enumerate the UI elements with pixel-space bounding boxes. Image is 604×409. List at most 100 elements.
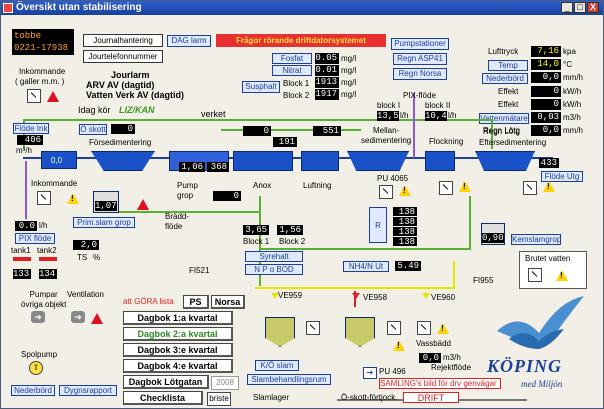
- daglarm-button[interactable]: DAG larm: [167, 35, 211, 47]
- kemslam-button[interactable]: Kemslamgrop: [511, 234, 562, 245]
- close-button[interactable]: X: [587, 2, 599, 13]
- regn-asp-button[interactable]: Regn ASP41: [393, 53, 447, 65]
- brutet-vatten-label: Brutet vatten: [525, 254, 571, 263]
- dagbok-q3-button[interactable]: Dagbok 3:e kvartal: [123, 343, 233, 357]
- ventilation-alarm-icon: [91, 313, 103, 324]
- block2-value: 1917: [315, 89, 339, 100]
- green-riser: [469, 196, 471, 250]
- inkommande-switch[interactable]: [27, 89, 41, 103]
- ve959-valve-icon[interactable]: [271, 293, 279, 299]
- pu-switch[interactable]: [379, 185, 393, 199]
- eftersed-switch[interactable]: [523, 181, 537, 195]
- pix-flode-button[interactable]: PIX flöde: [15, 233, 55, 244]
- inkommande-label: Inkommande: [19, 67, 66, 76]
- ve958-label: VE958: [363, 293, 388, 302]
- year-field[interactable]: 2008: [211, 376, 239, 390]
- rejekt-unit: m3/h: [443, 353, 461, 362]
- inkommande-unit: ( galler m.m. ): [15, 77, 65, 86]
- return-pipe-left: [23, 119, 25, 149]
- dagbok-q1-button[interactable]: Dagbok 1:a kvartal: [123, 311, 233, 325]
- drift-button[interactable]: DRIFT: [403, 392, 459, 403]
- vattenmatare-button[interactable]: Vattenmätare: [479, 113, 529, 124]
- bradd-label: Brädd- flöde: [165, 212, 190, 231]
- pumpstationer-button[interactable]: Pumpstationer: [391, 38, 449, 50]
- nitrat-button[interactable]: Nitrat: [272, 65, 312, 76]
- flode-utg-button[interactable]: Flöde Utg: [541, 171, 583, 182]
- yellow-line: [255, 287, 455, 289]
- alarm-banner[interactable]: Frågor rörande driftdatorsystemet: [216, 34, 386, 47]
- fortjock-tank: [345, 317, 375, 347]
- briste-button[interactable]: briste: [207, 392, 231, 406]
- susphalt-button[interactable]: Susphalt: [242, 81, 280, 93]
- pix-block1-label: block I: [377, 101, 401, 110]
- process-inkommande-switch[interactable]: [37, 191, 51, 205]
- block1-small-label: Block 1: [243, 237, 270, 246]
- lufttryck-value: 7,16: [531, 46, 561, 57]
- pu496-arrow-icon[interactable]: ➔: [363, 367, 377, 379]
- nederbord-button[interactable]: Nederbörd: [482, 73, 528, 84]
- ko-slam-button[interactable]: K/Ö slam: [255, 360, 299, 371]
- inkommande-alarm-icon: [47, 91, 59, 102]
- block1-small-value: 3,65: [243, 225, 269, 235]
- process-regnlotg-label: Regn Lötg: [483, 127, 520, 136]
- pumpar-label: Pumpar övriga objekt: [21, 290, 67, 309]
- nitrat-value: 0.01: [315, 65, 339, 76]
- ve960-label: VE960: [431, 293, 456, 302]
- lufttryck-label: Lufttryck: [488, 47, 519, 56]
- npobod-button[interactable]: N P o BOD: [245, 264, 303, 275]
- regn-norsa-button[interactable]: Regn Norsa: [393, 68, 447, 80]
- journal-button[interactable]: Journalhantering: [83, 34, 163, 47]
- return-pipe-right: [491, 119, 493, 149]
- brutet-vatten-panel: Brutet vatten: [519, 251, 587, 289]
- spolpump-label: Spolpump: [21, 350, 58, 359]
- ps-button[interactable]: PS: [183, 295, 209, 309]
- ve960-valve-icon[interactable]: [422, 293, 430, 299]
- syrehalt-button[interactable]: Syrehalt: [245, 251, 303, 262]
- flode-ink-button[interactable]: Flöde Ink: [13, 123, 49, 134]
- fosfat-value: 0.05: [315, 53, 339, 64]
- ts-label: TS: [77, 253, 88, 262]
- dagbok-q2-button[interactable]: Dagbok 2:a kvartal: [123, 327, 233, 341]
- r-button[interactable]: R: [369, 207, 387, 243]
- spolpump-icon[interactable]: ⇧: [29, 361, 43, 375]
- ve958-valve-icon[interactable]: [352, 293, 360, 299]
- temp-button[interactable]: Temp: [488, 60, 528, 71]
- checklista-button[interactable]: Checklista: [123, 391, 203, 405]
- flockning-warning-icon: [459, 181, 471, 192]
- phone-button[interactable]: Jourtelefonnummer: [83, 50, 163, 63]
- dagbok-lotg-button[interactable]: Dagbok Lötgatan: [123, 375, 209, 389]
- inkommande-warning-icon: [67, 193, 79, 204]
- bird-logo: [489, 291, 589, 361]
- fortjock-switch[interactable]: [387, 321, 401, 335]
- pix-flode-label: PIX-flöde: [403, 91, 436, 100]
- slamlager-switch[interactable]: [306, 321, 320, 335]
- slambehandling-button[interactable]: Slambehandlingsrum: [247, 374, 331, 385]
- maximize-button[interactable]: □: [574, 2, 586, 13]
- tank1-value: 133: [13, 269, 31, 279]
- minimize-button[interactable]: _: [561, 2, 573, 13]
- ventilation-arrow-icon[interactable]: ➔: [71, 311, 85, 323]
- dygnsrapport-button[interactable]: Dygnsrapport: [59, 385, 117, 396]
- block1-label: Block 1: [283, 79, 310, 88]
- fosfat-button[interactable]: Fosfat: [272, 53, 312, 64]
- pix-line-left: [25, 161, 27, 219]
- mellansed-label: Mellan- sedimentering: [361, 126, 412, 145]
- block1-value: 1913: [315, 77, 339, 88]
- flockning-switch[interactable]: [439, 181, 453, 195]
- pu496-label: PU 496: [379, 367, 406, 376]
- samling-button[interactable]: SAMLING's bild för drv genvägar: [379, 378, 501, 389]
- prim-slam-button[interactable]: Prim.slam grop: [73, 217, 135, 228]
- block2-small-value: 1,56: [277, 225, 303, 235]
- effekt2-unit: kW/h: [563, 100, 582, 109]
- slamlager-tank: [265, 317, 295, 347]
- brutet-vatten-switch[interactable]: [528, 268, 542, 282]
- norsa-button[interactable]: Norsa: [211, 295, 245, 309]
- nederbord-report-button[interactable]: Nederbörd: [11, 385, 55, 396]
- dagbok-q4-button[interactable]: Dagbok 4:e kvartal: [123, 359, 233, 373]
- prim-alarm-icon: [137, 199, 149, 210]
- inlet-tank: [41, 151, 77, 169]
- o-skott-button[interactable]: Ö skott: [79, 124, 107, 135]
- pumpar-arrow-icon[interactable]: ➔: [31, 311, 45, 323]
- vassbadd-switch[interactable]: [417, 321, 431, 335]
- nh4-button[interactable]: NH4/N Ut: [343, 261, 389, 272]
